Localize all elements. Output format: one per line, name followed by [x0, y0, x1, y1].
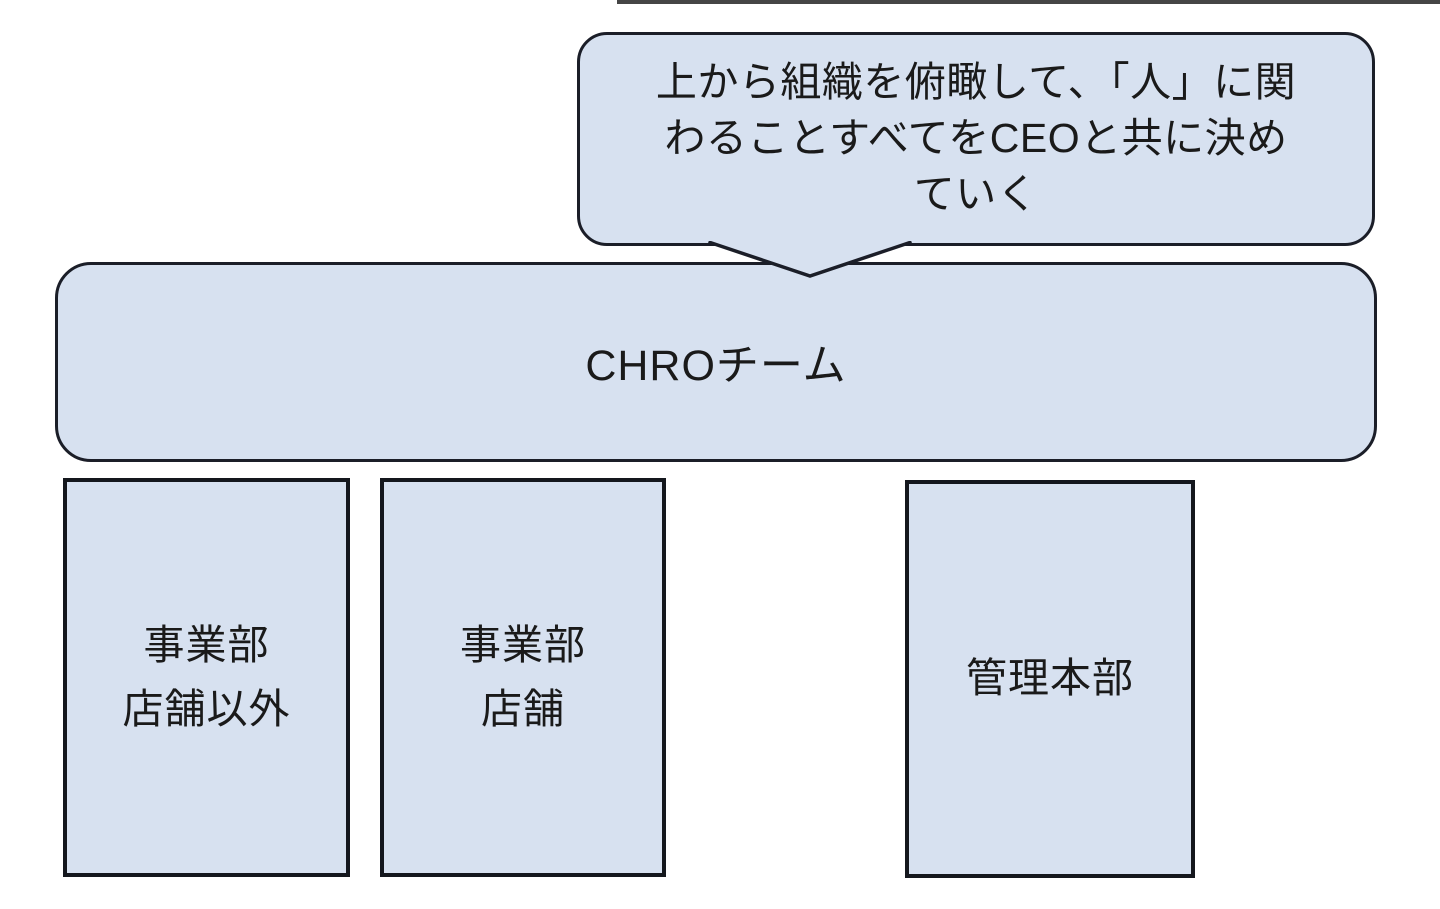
dept-label-line-2: 店舗以外: [122, 685, 291, 732]
dept-box-business-division-non-store: 事業部 店舗以外: [63, 478, 350, 877]
callout-tail: [708, 241, 912, 278]
callout-line-1: 上から組織を俯瞰して、「人」に関: [655, 59, 1297, 106]
callout-bubble: 上から組織を俯瞰して、「人」に関 わることすべてをCEOと共に決め ていく: [577, 32, 1375, 246]
callout-line-2: わることすべてをCEOと共に決め: [664, 115, 1288, 162]
dept-label-line-1: 事業部: [460, 621, 586, 668]
dept-label-line-1: 管理本部: [966, 655, 1134, 702]
chro-team-label: CHROチーム: [585, 342, 847, 390]
dept-box-business-division-store: 事業部 店舗: [380, 478, 666, 877]
cropped-shape-top-edge: [617, 0, 1440, 4]
dept-label: 事業部 店舗以外: [123, 614, 291, 741]
dept-label-line-1: 事業部: [143, 621, 270, 668]
chro-team-box: CHROチーム: [55, 262, 1377, 462]
callout-line-3: ていく: [913, 170, 1039, 217]
dept-label: 管理本部: [966, 647, 1134, 711]
dept-box-admin-headquarters: 管理本部: [905, 480, 1195, 878]
callout-text: 上から組織を俯瞰して、「人」に関 わることすべてをCEOと共に決め ていく: [656, 55, 1296, 222]
dept-label: 事業部 店舗: [460, 614, 586, 741]
dept-label-line-2: 店舗: [481, 685, 565, 732]
